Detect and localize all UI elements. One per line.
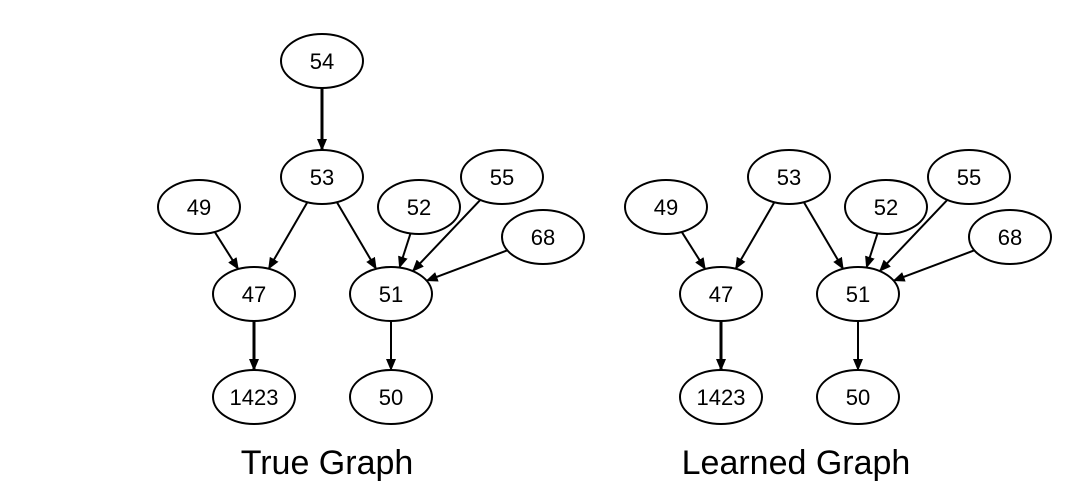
edge-53-to-47 xyxy=(267,201,309,270)
node-53: 53 xyxy=(747,149,831,205)
node-ellipse xyxy=(349,266,433,322)
node-ellipse xyxy=(501,209,585,265)
node-label: 68 xyxy=(998,225,1022,250)
node-ellipse xyxy=(460,149,544,205)
node-47: 47 xyxy=(212,266,296,322)
node-ellipse xyxy=(157,179,241,235)
node-label: 55 xyxy=(957,165,981,190)
node-ellipse xyxy=(624,179,708,235)
node-label: 53 xyxy=(310,165,334,190)
edge-52-to-51 xyxy=(865,233,879,269)
node-1423: 1423 xyxy=(679,369,763,425)
edge-49-to-47 xyxy=(680,231,707,270)
edge-68-to-51 xyxy=(425,249,508,282)
node-label: 55 xyxy=(490,165,514,190)
node-label: 54 xyxy=(310,49,334,74)
edge-68-to-51 xyxy=(892,249,975,282)
node-ellipse xyxy=(679,266,763,322)
edge-49-to-47 xyxy=(213,231,240,270)
node-49: 49 xyxy=(157,179,241,235)
node-52: 52 xyxy=(377,179,461,235)
learned-graph-caption: Learned Graph xyxy=(682,444,911,482)
node-ellipse xyxy=(816,266,900,322)
node-55: 55 xyxy=(460,149,544,205)
node-label: 52 xyxy=(407,195,431,220)
node-label: 52 xyxy=(874,195,898,220)
node-54: 54 xyxy=(280,33,364,89)
node-label: 51 xyxy=(379,282,403,307)
node-label: 1423 xyxy=(230,385,279,410)
node-ellipse xyxy=(747,149,831,205)
node-50: 50 xyxy=(349,369,433,425)
node-label: 68 xyxy=(531,225,555,250)
node-label: 49 xyxy=(654,195,678,220)
edge-53-to-51 xyxy=(335,201,378,270)
node-53: 53 xyxy=(280,149,364,205)
true-graph-caption: True Graph xyxy=(241,444,414,482)
node-ellipse xyxy=(349,369,433,425)
node-ellipse xyxy=(679,369,763,425)
node-label: 50 xyxy=(379,385,403,410)
node-47: 47 xyxy=(679,266,763,322)
node-50: 50 xyxy=(816,369,900,425)
edge-52-to-51 xyxy=(398,233,412,269)
node-ellipse xyxy=(212,266,296,322)
node-label: 47 xyxy=(709,282,733,307)
node-ellipse xyxy=(280,33,364,89)
node-1423: 1423 xyxy=(212,369,296,425)
node-label: 51 xyxy=(846,282,870,307)
node-55: 55 xyxy=(927,149,1011,205)
node-49: 49 xyxy=(624,179,708,235)
true-graph-panel: 54 53 49 52 55 68 47 51 1423 50 xyxy=(157,33,585,425)
node-ellipse xyxy=(844,179,928,235)
node-ellipse xyxy=(280,149,364,205)
node-label: 53 xyxy=(777,165,801,190)
node-68: 68 xyxy=(968,209,1052,265)
node-label: 49 xyxy=(187,195,211,220)
node-ellipse xyxy=(212,369,296,425)
node-68: 68 xyxy=(501,209,585,265)
node-52: 52 xyxy=(844,179,928,235)
node-51: 51 xyxy=(349,266,433,322)
node-ellipse xyxy=(377,179,461,235)
edge-53-to-51 xyxy=(802,201,845,270)
node-ellipse xyxy=(816,369,900,425)
edge-53-to-47 xyxy=(734,201,776,270)
node-51: 51 xyxy=(816,266,900,322)
edge-55-to-51 xyxy=(411,199,482,272)
node-ellipse xyxy=(968,209,1052,265)
node-label: 47 xyxy=(242,282,266,307)
node-ellipse xyxy=(927,149,1011,205)
edge-55-to-51 xyxy=(878,199,949,272)
node-label: 1423 xyxy=(697,385,746,410)
learned-graph-panel: 53 49 52 55 68 47 51 1423 50 xyxy=(624,149,1052,425)
node-label: 50 xyxy=(846,385,870,410)
